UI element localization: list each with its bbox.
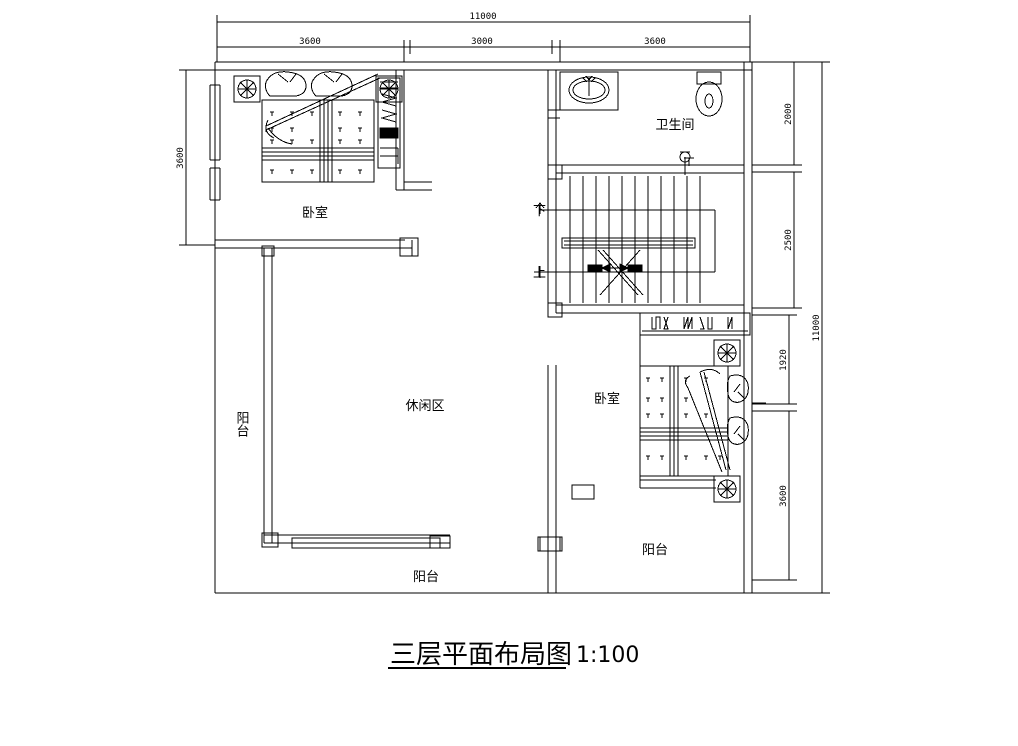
room-label-leisure-area: 休闲区 xyxy=(405,399,444,414)
fixture-nightstand-north-left xyxy=(233,75,261,103)
room-label-balcony-south: 阳台 xyxy=(413,570,439,585)
left-dimension-chain xyxy=(179,69,215,246)
fixture-wardrobe-north-main xyxy=(377,77,401,169)
stair-labels: 下 上 xyxy=(533,204,546,281)
dim-left-seg-1: 3600 xyxy=(176,147,186,169)
right-dimension-chain xyxy=(752,61,830,594)
balcony-partitions xyxy=(539,536,744,594)
fixture-bed-north xyxy=(261,71,381,183)
dim-right-overall: 11000 xyxy=(812,314,822,341)
room-label-bathroom: 卫生间 xyxy=(655,118,694,133)
room-bedroom-north xyxy=(215,70,432,257)
dim-top-seg-1: 3600 xyxy=(299,37,321,47)
dimension-labels: 11000 3600 3000 3600 11000 2000 2500 192… xyxy=(176,12,822,507)
fixture-nightstand-north-right xyxy=(375,75,403,103)
dim-top-overall: 11000 xyxy=(469,12,496,22)
dim-top-seg-3: 3600 xyxy=(644,37,666,47)
room-label-bedroom-south: 卧室 xyxy=(594,391,620,407)
drawing-title-block: 三层平面布局图 1:100 xyxy=(390,640,639,670)
dim-right-seg-1: 2000 xyxy=(784,103,794,125)
fixture-nightstand-south-bottom xyxy=(713,475,741,503)
room-labels: 卧室 卫生间 休闲区 卧室 阳台 阳台 阳台 xyxy=(234,118,695,585)
dim-top-seg-2: 3000 xyxy=(471,37,493,47)
exterior-walls xyxy=(214,61,753,594)
top-dimension-chain xyxy=(216,15,751,62)
fixture-toilet xyxy=(695,71,723,117)
room-label-balcony-west: 阳台 xyxy=(234,411,249,437)
room-label-balcony-southeast: 阳台 xyxy=(642,543,668,558)
room-balcony-west xyxy=(261,245,451,549)
drawing-title: 三层平面布局图 xyxy=(390,640,572,670)
drawing-scale: 1:100 xyxy=(576,643,639,668)
fixture-nightstand-south-top xyxy=(713,339,741,367)
dim-right-seg-2: 2500 xyxy=(784,229,794,251)
fixture-bed-south xyxy=(639,365,749,477)
window-west-bedroom xyxy=(209,84,221,201)
stairwell xyxy=(534,157,744,318)
dim-right-seg-3: 1920 xyxy=(779,349,789,371)
fixture-shower xyxy=(679,151,691,175)
dim-right-seg-4: 3600 xyxy=(779,485,789,507)
stair-down-label: 下 xyxy=(533,204,546,219)
stair-up-label: 上 xyxy=(533,266,546,281)
room-label-bedroom-north: 卧室 xyxy=(302,205,328,221)
room-bathroom xyxy=(547,70,744,174)
window-east-bedroom xyxy=(752,402,766,412)
room-bedroom-south xyxy=(537,334,744,560)
